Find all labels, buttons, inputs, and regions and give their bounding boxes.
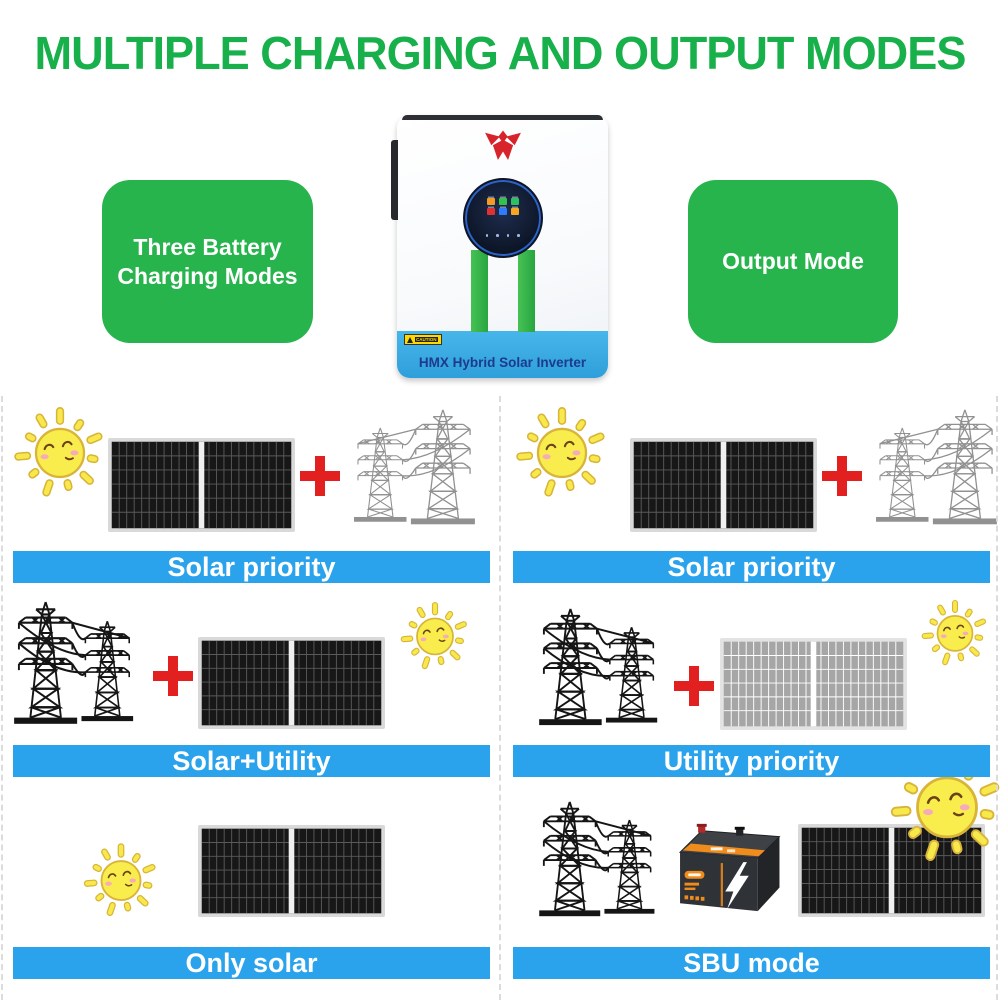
inverter-green-stripe-left [471, 250, 488, 332]
right-edge-divider [996, 396, 998, 1000]
plus-icon [153, 656, 193, 696]
solar-panel-icon [197, 824, 386, 918]
mode-banner: Only solar [13, 947, 490, 979]
inverter-display [462, 178, 543, 258]
feature-box-output-mode: Output Mode [688, 180, 898, 343]
power-towers-icon [542, 800, 664, 922]
battery-icon [679, 823, 780, 912]
power-towers-icon [17, 600, 143, 730]
inverter-name: HMX Hybrid Solar Inverter [418, 355, 587, 370]
display-indicators [486, 198, 519, 215]
inverter-heatsink [391, 140, 398, 220]
inverter-green-stripe-right [518, 250, 535, 332]
power-towers-icon [866, 406, 994, 532]
mode-banner: Solar priority [513, 551, 990, 583]
column-divider [499, 396, 501, 1000]
solar-panel-icon [629, 437, 818, 533]
solar-panel-icon [197, 636, 386, 730]
inverter-top-edge [402, 115, 603, 120]
mode-banner: Utility priority [513, 745, 990, 777]
plus-icon [674, 666, 714, 706]
page-title: MULTIPLE CHARGING AND OUTPUT MODES [34, 27, 967, 79]
inverter-brand-band: CAUTION HMX Hybrid Solar Inverter [397, 331, 608, 378]
plus-icon [822, 456, 862, 496]
sun-icon [13, 406, 104, 498]
solar-panel-icon [107, 437, 296, 533]
mode-banner: Solar priority [13, 551, 490, 583]
mode-banner: SBU mode [513, 947, 990, 979]
inverter-device: CAUTION HMX Hybrid Solar Inverter [391, 115, 608, 378]
mode-banner: Solar+Utility [13, 745, 490, 777]
plus-icon [300, 456, 340, 496]
solar-panel-gray-icon [719, 637, 908, 731]
caution-label: CAUTION [404, 334, 442, 345]
warning-triangle-icon [407, 336, 413, 343]
power-towers-icon [542, 607, 667, 731]
power-towers-icon [344, 406, 472, 532]
sun-icon [515, 406, 606, 498]
sun-icon [921, 599, 988, 667]
feature-box-charging-modes: Three Battery Charging Modes [102, 180, 313, 343]
sun-icon [400, 601, 468, 671]
brand-logo-icon [484, 130, 521, 160]
sun-icon [83, 842, 157, 918]
display-buttons [485, 234, 520, 237]
left-edge-divider [1, 396, 3, 1000]
